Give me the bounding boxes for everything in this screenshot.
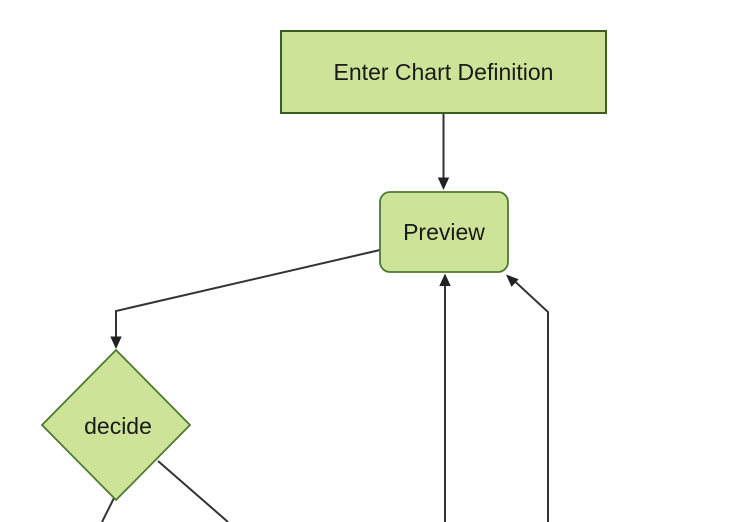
edge-decide-to-offscreen-left (101, 497, 115, 522)
node-decide (40, 348, 192, 502)
node-enter-chart-definition (280, 30, 607, 114)
arrowhead-offscreen-to-preview-straight (439, 273, 451, 286)
arrowhead-preview-to-decide (110, 336, 122, 349)
node-enter-chart-definition-label: Enter Chart Definition (334, 59, 554, 85)
edge-offscreen-to-preview-elbow (513, 280, 549, 522)
arrowhead-offscreen-to-preview-elbow (506, 274, 519, 287)
edge-preview-to-decide (115, 249, 381, 337)
arrowhead-enterdef-to-preview (437, 177, 450, 190)
edge-decide-to-offscreen-right (157, 460, 229, 522)
node-decide-label: decide (84, 413, 152, 439)
node-preview (379, 191, 509, 273)
node-preview-label: Preview (403, 219, 485, 245)
